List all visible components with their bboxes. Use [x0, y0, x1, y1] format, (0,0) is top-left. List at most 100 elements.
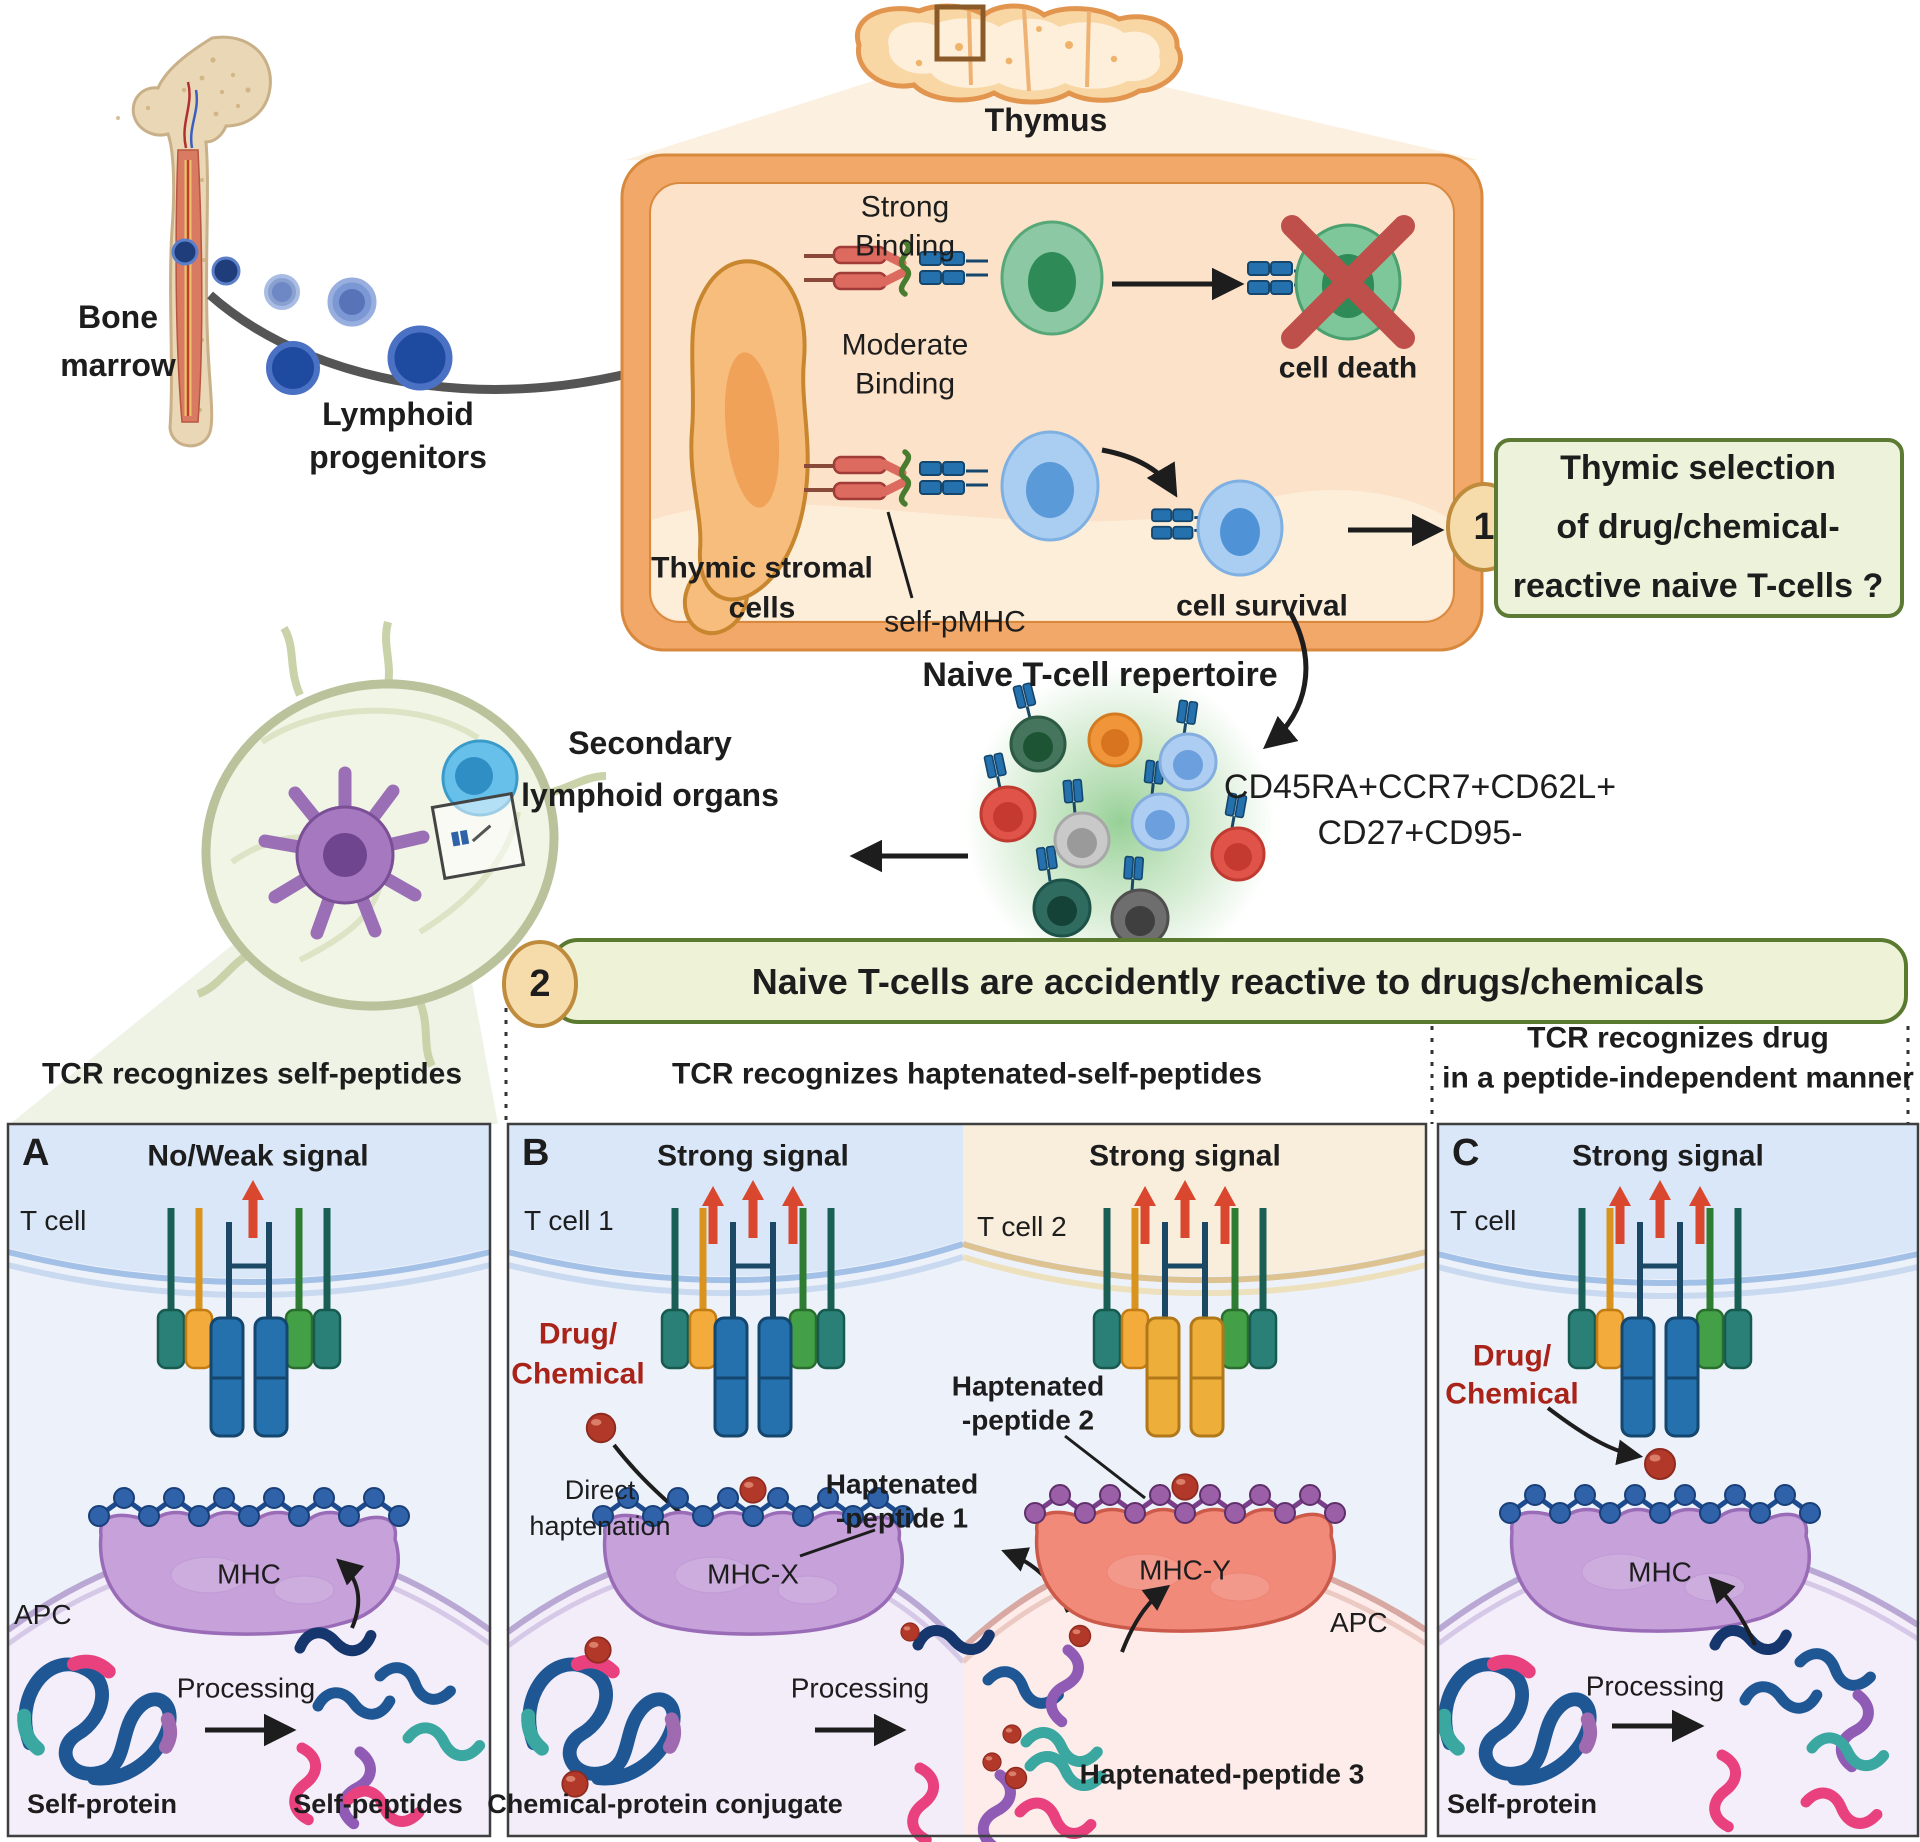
panel-b-tcell1-label: T cell 1 [524, 1205, 614, 1236]
secondary-lymphoid-label: lymphoid organs [521, 777, 779, 814]
panel-c-tcell-label: T cell [1450, 1205, 1517, 1236]
panel-c-drug-label: Drug/ [1472, 1339, 1552, 1373]
panel-b-apc-label: APC [1330, 1607, 1388, 1638]
panel-c-signal-label: Strong signal [1572, 1139, 1764, 1173]
self-pmhc-label: self-pMHC [884, 605, 1026, 639]
mhc-x-label: MHC-X [707, 1558, 799, 1590]
mhc-y-label: MHC-Y [1139, 1554, 1231, 1586]
bone-marrow-label: Bone [78, 299, 158, 336]
panel-b-drug-label: Drug/ [538, 1317, 618, 1351]
thymus-panel [620, 153, 1484, 652]
thymic-stromal-cell-icon [682, 259, 810, 636]
lymphoid-progenitor-cells [171, 238, 453, 395]
panel-c-letter: C [1452, 1132, 1480, 1174]
step1-box-text: of drug/chemical- [1556, 508, 1840, 547]
thymic-stromal-cells-label: cells [728, 591, 796, 625]
loading-arrow-a [336, 1558, 365, 1629]
panel-a-apc-label: APC [14, 1599, 72, 1630]
column-c-header: in a peptide-independent manner [1442, 1061, 1914, 1095]
cell-survival-arrow [1101, 447, 1178, 498]
panel-a-self-peptides-label: Self-peptides [293, 1788, 463, 1819]
bone-marrow-label: marrow [60, 347, 176, 384]
thymus-label: Thymus [984, 102, 1108, 139]
thymus-icon [854, 3, 1184, 105]
step1-box-text: reactive naive T-cells ? [1512, 567, 1884, 606]
self-pmhc-pointer [886, 511, 914, 599]
lymphoid-progenitors-label: progenitors [309, 439, 487, 476]
step2-banner-text: Naive T-cells are accidently reactive to… [751, 961, 1705, 1003]
markers-label: CD45RA+CCR7+CD62L+ [1223, 768, 1617, 807]
column-c-header: TCR recognizes drug [1527, 1021, 1829, 1055]
moderate-binding-label: Moderate [841, 328, 969, 362]
step1-badge: 1 [1473, 506, 1495, 549]
panel-a-letter: A [22, 1132, 50, 1174]
column-b-header: TCR recognizes haptenated-self-peptides [671, 1057, 1263, 1091]
lymphoid-progenitors-label: Lymphoid [322, 396, 474, 433]
drug-molecule-icon-c [1644, 1448, 1676, 1480]
synapse-zoom-box [430, 791, 526, 881]
haptenated-peptide-1-label: -peptide 1 [835, 1502, 969, 1534]
panel-a-tcell-label: T cell [20, 1205, 87, 1236]
loading-arrow-c [1708, 1576, 1757, 1646]
step1-box-shape [1494, 438, 1904, 618]
panel-a-self-protein-label: Self-protein [26, 1788, 178, 1819]
markers-label: CD27+CD95- [1317, 814, 1523, 853]
cell-death-label: cell death [1278, 351, 1418, 385]
panel-b-drug-label: Chemical [511, 1357, 645, 1391]
secondary-lymphoid-label: Secondary [568, 725, 732, 762]
thymocyte-moderate-cell [1000, 430, 1100, 542]
hapten-on-protein [584, 1636, 612, 1664]
strong-binding-label: Strong [860, 190, 950, 224]
loading-arrow-mhcy [1120, 1584, 1171, 1653]
thymus-zoom-fan [625, 58, 1478, 160]
hp2-pointer [1064, 1434, 1146, 1500]
cell-survival-icon [1196, 479, 1284, 577]
direct-haptenation-label: Direct [564, 1474, 636, 1505]
hapten-on-peptide-2 [1171, 1473, 1199, 1501]
haptenated-peptide-1-label: Haptenated [825, 1468, 979, 1500]
panel-b-art [506, 1122, 1428, 1842]
direct-haptenation-label: haptenation [529, 1510, 671, 1541]
hapten-on-peptide-1 [739, 1476, 767, 1504]
haptenated-peptide-2-label: Haptenated [951, 1370, 1105, 1402]
panel-b-letter: B [522, 1132, 550, 1174]
panel-c-drug-label: Chemical [1445, 1377, 1579, 1411]
panel-a-processing-label: Processing [176, 1672, 316, 1704]
panel-b-processing-label: Processing [790, 1672, 930, 1704]
chemical-protein-conjugate-label: Chemical-protein conjugate [487, 1788, 843, 1819]
panel-a-mhc-label: MHC [217, 1558, 281, 1590]
panel-a-signal-label: No/Weak signal [147, 1139, 369, 1173]
naive-t-cell-cluster [979, 681, 1266, 948]
panel-b-signal1-label: Strong signal [657, 1139, 849, 1173]
strong-binding-label: Binding [854, 229, 956, 263]
panel-c-art [1436, 1122, 1920, 1838]
panel-a-art [6, 1122, 492, 1838]
bone-icon [116, 35, 272, 448]
step2-badge-shape [502, 940, 578, 1028]
drug-molecule-icon-b [585, 1412, 617, 1444]
lymph-node-icon [196, 620, 607, 1068]
panel-c-mhc-label: MHC [1628, 1556, 1692, 1588]
cell-death-icon [1281, 215, 1415, 349]
drug-arrow-c [1546, 1406, 1644, 1466]
panel-c-self-protein-label: Self-protein [1446, 1788, 1598, 1819]
repertoire-arrow [1262, 610, 1309, 750]
column-separators [504, 1008, 1910, 1124]
naive-repertoire-label: Naive T-cell repertoire [922, 656, 1278, 695]
step1-box-text: Thymic selection [1560, 449, 1836, 488]
panel-b-signal2-label: Strong signal [1089, 1139, 1281, 1173]
thymic-stromal-cells-label: Thymic stromal [651, 551, 873, 585]
haptenated-peptide-2-label: -peptide 2 [961, 1404, 1095, 1436]
thymocyte-strong-cell [1000, 220, 1104, 336]
dendritic-cell-icon [258, 766, 430, 940]
column-a-header: TCR recognizes self-peptides [41, 1057, 463, 1091]
panel-c-processing-label: Processing [1585, 1670, 1725, 1702]
hp1-pointer [799, 1528, 876, 1558]
cell-survival-label: cell survival [1176, 589, 1348, 623]
thymus-zoom-box [934, 4, 986, 62]
panel-b-tcell2-label: T cell 2 [977, 1211, 1067, 1242]
moderate-binding-label: Binding [854, 367, 956, 401]
haptenated-peptide-3-label: Haptenated-peptide 3 [1079, 1758, 1365, 1790]
